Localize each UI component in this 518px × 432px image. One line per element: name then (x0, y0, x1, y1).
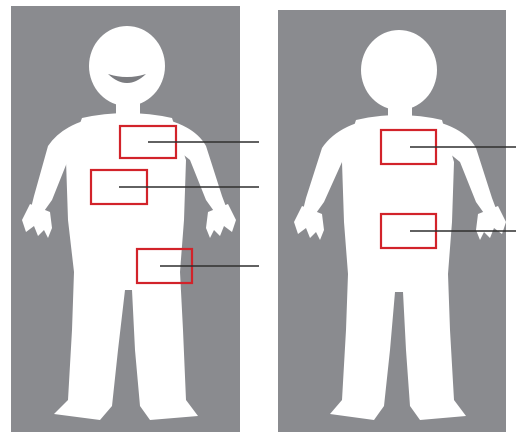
head (89, 26, 165, 106)
head (361, 30, 437, 110)
right-figure-diagram (270, 0, 518, 432)
left-figure-diagram (0, 0, 270, 432)
right-figure-panel (270, 0, 518, 432)
left-figure-panel (0, 0, 270, 432)
